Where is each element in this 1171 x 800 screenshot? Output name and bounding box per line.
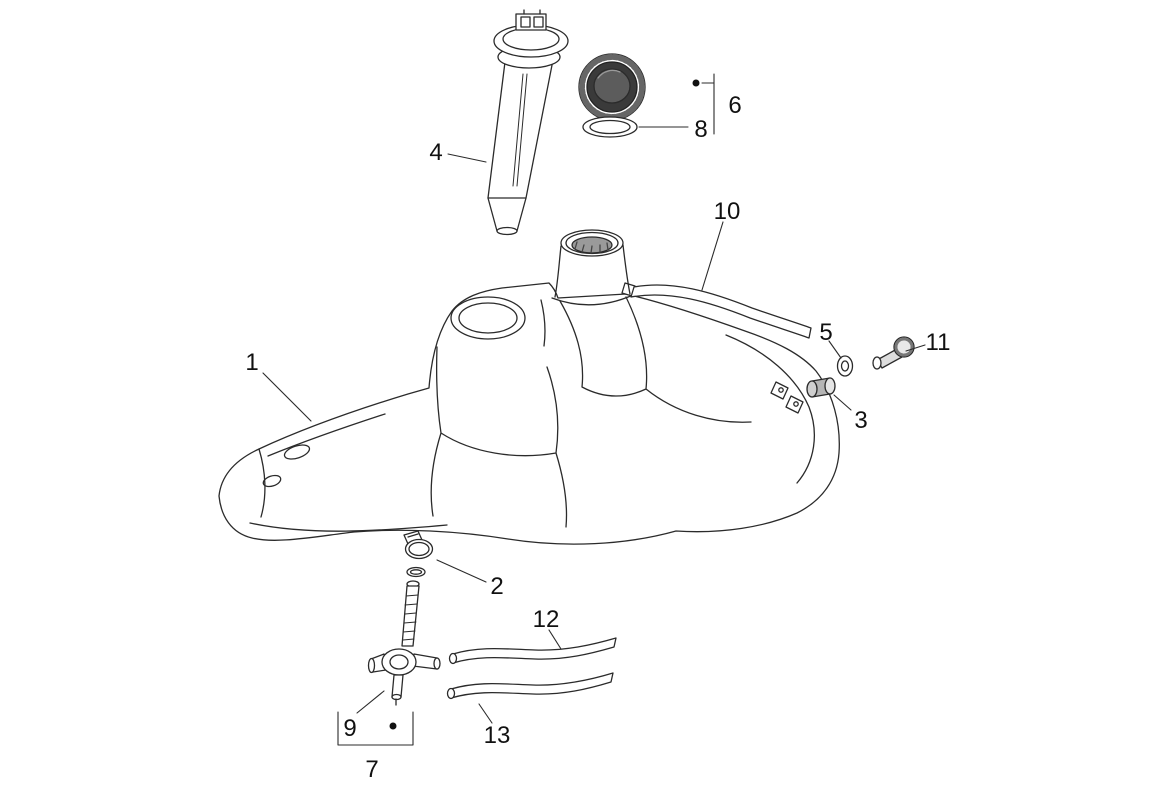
callout-3: 3 xyxy=(854,407,867,434)
breather-hose-10 xyxy=(630,284,812,339)
neck-base-collar xyxy=(551,294,634,306)
callout-bracket-6-8 xyxy=(692,73,715,135)
callout-6: 6 xyxy=(728,92,741,119)
sender-tube-tip xyxy=(496,226,518,236)
fuel-hoses xyxy=(446,637,617,700)
mounting-tab-2-hole xyxy=(793,401,799,407)
leader-line-1 xyxy=(262,372,312,422)
spacer-end-left xyxy=(806,380,818,398)
bracket-6-lines xyxy=(701,73,715,135)
hose-clamp-2 xyxy=(403,530,434,578)
callout-13: 13 xyxy=(484,722,511,749)
tank-outline xyxy=(218,282,840,545)
cap-highlight xyxy=(597,69,621,79)
filler-neck xyxy=(551,229,636,306)
callout-bracket-7-9 xyxy=(337,711,414,746)
seal-ring-inner xyxy=(409,569,423,575)
leader-line-10 xyxy=(701,221,724,291)
callout-2: 2 xyxy=(490,573,503,600)
leader-line-13 xyxy=(478,703,493,724)
mounting-tab-1-hole xyxy=(778,387,784,393)
screw-tip xyxy=(872,356,882,370)
leader-line-12 xyxy=(548,629,562,650)
callout-9: 9 xyxy=(343,715,356,742)
hose-13-end xyxy=(446,687,456,700)
fuel-cap xyxy=(578,53,646,121)
callout-12: 12 xyxy=(533,606,560,633)
sender-connector-pins xyxy=(520,9,544,28)
callout-1: 1 xyxy=(245,349,258,376)
spacer-end-right xyxy=(824,377,836,395)
cap-gasket xyxy=(582,116,638,138)
tank-contour-lines xyxy=(249,296,815,532)
clamp-band-inner xyxy=(408,541,430,557)
leader-line-2 xyxy=(436,559,487,583)
hose-13-body xyxy=(450,672,614,699)
neck-sides xyxy=(554,244,631,298)
valve-reference-dot xyxy=(389,722,397,730)
cap-reference-dot xyxy=(692,79,700,87)
valve-filter-ribs xyxy=(402,594,419,641)
valve-body-detail xyxy=(389,654,409,670)
bracket-7-lines xyxy=(337,711,414,746)
sender-opening-outer xyxy=(450,296,526,340)
leader-line-11 xyxy=(905,344,926,352)
callout-7: 7 xyxy=(365,756,378,783)
callout-10: 10 xyxy=(714,198,741,225)
screw-11 xyxy=(872,336,915,370)
clamp-screw-slot xyxy=(407,533,419,538)
callout-11: 11 xyxy=(926,329,951,356)
mounting-tab-2 xyxy=(785,395,804,414)
sender-opening-inner xyxy=(458,302,518,334)
valve-right-outlet-end xyxy=(433,657,441,670)
sender-float-rod xyxy=(512,73,528,187)
fuel-valve-assembly xyxy=(367,580,441,706)
hose-10-body xyxy=(630,284,812,339)
fuel-level-sender xyxy=(487,9,569,236)
leader-line-4 xyxy=(447,153,487,163)
neck-bore xyxy=(571,236,613,254)
sender-connector xyxy=(515,13,547,31)
valve-stem xyxy=(391,674,404,698)
valve-filter-tube xyxy=(401,585,420,647)
spacer-3 xyxy=(806,377,836,398)
valve-left-arm-end xyxy=(367,657,376,674)
neck-threads xyxy=(574,241,609,254)
hose-12-end xyxy=(448,652,458,665)
washer-hole xyxy=(840,360,850,372)
callout-5: 5 xyxy=(819,319,832,346)
wing-slot-2 xyxy=(262,474,282,488)
wing-slot-1 xyxy=(283,444,311,460)
mounting-tab-1 xyxy=(770,381,789,400)
screw-head-knurl xyxy=(894,337,914,357)
leader-line-5 xyxy=(828,340,842,359)
callout-8: 8 xyxy=(694,116,707,143)
fuel-tank-body xyxy=(218,282,840,545)
gasket-inner xyxy=(589,119,631,135)
valve-body xyxy=(381,648,417,676)
cap-emblem xyxy=(593,68,631,104)
leader-line-9 xyxy=(356,690,385,714)
callout-4: 4 xyxy=(429,139,442,166)
hose-12-body xyxy=(452,637,617,664)
washer-outer xyxy=(836,355,854,377)
leader-line-3 xyxy=(833,394,852,411)
seal-ring-outer xyxy=(406,566,426,578)
washer-5 xyxy=(836,355,854,377)
